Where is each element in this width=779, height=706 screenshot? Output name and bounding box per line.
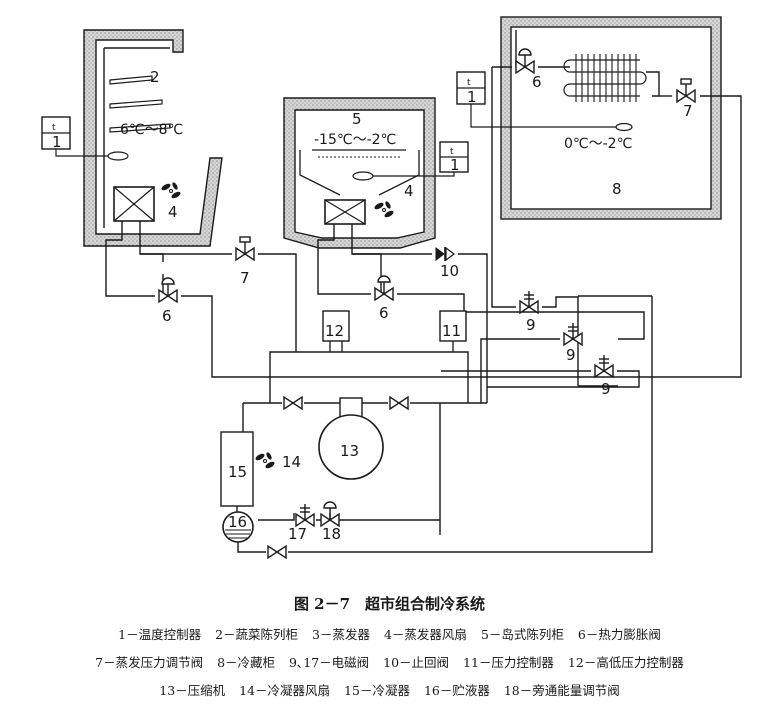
check-valve <box>435 246 455 262</box>
evaporator <box>113 186 155 222</box>
label-5: 5 <box>352 110 362 128</box>
solenoid-valve-3 <box>595 355 613 377</box>
svg-text:13: 13 <box>340 442 359 460</box>
legend-item: 7－蒸发压力调节阀 <box>95 655 204 670</box>
temperature-controller-right: t 1 <box>456 71 616 128</box>
label-9-top: 9 <box>526 316 536 334</box>
svg-text:t: t <box>52 123 56 133</box>
shelves <box>109 75 171 133</box>
island-display-cabinet: 5 -15℃～-2℃ 4 <box>283 97 436 249</box>
figure-caption: 图 2－7 超市组合制冷系统 <box>293 595 486 613</box>
legend-item: 14－冷凝器风扇 <box>239 683 331 698</box>
label-8: 8 <box>612 180 622 198</box>
expansion-valve-left <box>159 278 177 302</box>
label-2: 2 <box>150 68 160 86</box>
svg-text:1: 1 <box>52 133 62 151</box>
label-4-left: 4 <box>168 203 178 221</box>
evaporator-pressure-regulator-left <box>236 237 254 260</box>
svg-text:t: t <box>450 147 454 157</box>
refrigerant-piping <box>105 30 742 553</box>
label-7-left: 7 <box>240 269 250 287</box>
legend-item: 11－压力控制器 <box>463 655 554 670</box>
svg-text:1: 1 <box>467 88 477 106</box>
legend-item: 5－岛式陈列柜 <box>480 627 564 642</box>
legend-item: 9､17－电磁阀 <box>289 655 370 670</box>
cold-storage-room: 6 7 0℃～-2℃ 8 <box>500 16 722 220</box>
label-6-left: 6 <box>162 307 172 325</box>
legend-item: 15－冷凝器 <box>344 683 410 698</box>
liquid-receiver: 16 <box>222 511 254 543</box>
legend-item: 2－蔬菜陈列柜 <box>215 627 299 642</box>
high-low-pressure-controller: 12 <box>322 310 350 352</box>
cabinet-2-temperature: 6℃～8℃ <box>120 122 183 138</box>
label-17: 17 <box>288 525 307 543</box>
bypass-line-valve <box>267 545 287 559</box>
room-8-temperature: 0℃～-2℃ <box>564 136 632 152</box>
solenoid-valve-2 <box>564 323 582 345</box>
legend-item: 10－止回阀 <box>383 655 450 670</box>
temperature-controller-left: t 1 <box>41 116 108 157</box>
svg-text:t: t <box>467 78 471 88</box>
svg-text:12: 12 <box>325 322 344 340</box>
label-18: 18 <box>322 525 341 543</box>
vegetable-display-cabinet: 2 6℃～8℃ 4 <box>83 29 223 247</box>
legend-item: 6－热力膨胀阀 <box>577 627 661 642</box>
svg-text:1: 1 <box>450 156 460 174</box>
legend-row-3: 13－压缩机 14－冷凝器风扇 15－冷凝器 16－贮液器 18－旁通能量调节阀 <box>0 680 779 699</box>
legend-item: 8－冷藏柜 <box>217 655 276 670</box>
label-6-right: 6 <box>532 73 542 91</box>
legend-row-2: 7－蒸发压力调节阀 8－冷藏柜 9､17－电磁阀 10－止回阀 11－压力控制器… <box>0 652 779 671</box>
room-temperature-bulb <box>615 122 633 132</box>
label-4-center: 4 <box>404 182 414 200</box>
legend-row-1: 1－温度控制器 2－蔬菜陈列柜 3－蒸发器 4－蒸发器风扇 5－岛式陈列柜 6－… <box>0 624 779 643</box>
legend-item: 16－贮液器 <box>423 683 490 698</box>
island-temperature-bulb <box>352 171 374 181</box>
service-valve-suction <box>283 396 303 410</box>
svg-text:11: 11 <box>442 322 461 340</box>
solenoid-valve-1 <box>520 291 538 313</box>
legend-item: 13－压缩机 <box>159 683 226 698</box>
legend-item: 1－温度控制器 <box>118 627 202 642</box>
cold-room-evaporator-coil <box>563 54 647 102</box>
label-9-middle: 9 <box>566 346 576 364</box>
label-10: 10 <box>440 262 459 280</box>
label-6-center: 6 <box>379 304 389 322</box>
label-7-right: 7 <box>683 102 693 120</box>
legend-item: 18－旁通能量调节阀 <box>503 683 620 698</box>
legend-item: 4－蒸发器风扇 <box>383 627 467 642</box>
pressure-controller: 11 <box>439 310 467 352</box>
legend-item: 12－高低压力控制器 <box>567 655 684 670</box>
bypass-capacity-regulator <box>321 502 339 526</box>
refrigeration-system-diagram: 2 6℃～8℃ 4 t 1 5 -15℃～-2℃ 4 <box>41 16 742 559</box>
temperature-controller-center: t 1 <box>373 141 469 177</box>
svg-text:16: 16 <box>228 513 247 531</box>
cabinet-5-temperature: -15℃～-2℃ <box>314 132 396 148</box>
legend-item: 3－蒸发器 <box>312 627 370 642</box>
expansion-valve-center <box>375 276 393 300</box>
evaporator-fan-icon <box>159 181 183 201</box>
condenser-fan-icon <box>253 451 277 471</box>
condenser: 15 <box>220 431 254 507</box>
service-valve-discharge <box>389 396 409 410</box>
island-evaporator <box>324 199 366 225</box>
compressor: 13 <box>318 397 384 480</box>
label-14: 14 <box>282 453 301 471</box>
temperature-bulb <box>107 151 129 161</box>
svg-text:15: 15 <box>228 463 247 481</box>
solenoid-valve-17 <box>296 504 314 526</box>
label-9-bottom: 9 <box>601 380 611 398</box>
